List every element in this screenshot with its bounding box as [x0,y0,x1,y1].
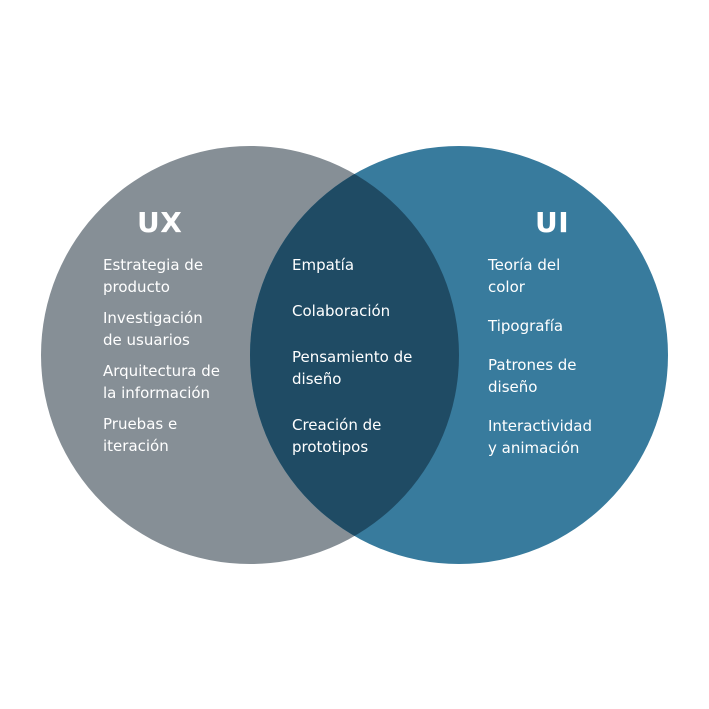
ui-list: Teoría del color Tipografía Patrones de … [488,254,618,476]
ux-item: Pruebas e iteración [103,415,178,455]
ui-item: Interactividad y animación [488,417,592,457]
ux-item: Estrategia de producto [103,256,204,296]
ui-item: Patrones de diseño [488,356,577,396]
overlap-item: Colaboración [292,302,391,320]
overlap-item: Creación de prototipos [292,416,382,456]
ux-item: Arquitectura de la información [103,362,220,402]
ui-item: Tipografía [488,317,564,335]
ux-list: Estrategia de producto Investigación de … [103,254,243,466]
overlap-region [250,146,459,564]
ui-item: Teoría del color [488,256,561,296]
ux-item: Investigación de usuarios [103,309,203,349]
overlap-item: Empatía [292,256,355,274]
ux-title: UX [137,206,183,239]
ui-title: UI [535,206,570,239]
overlap-item: Pensamiento de diseño [292,348,413,388]
overlap-list: Empatía Colaboración Pensamiento de dise… [292,254,432,482]
